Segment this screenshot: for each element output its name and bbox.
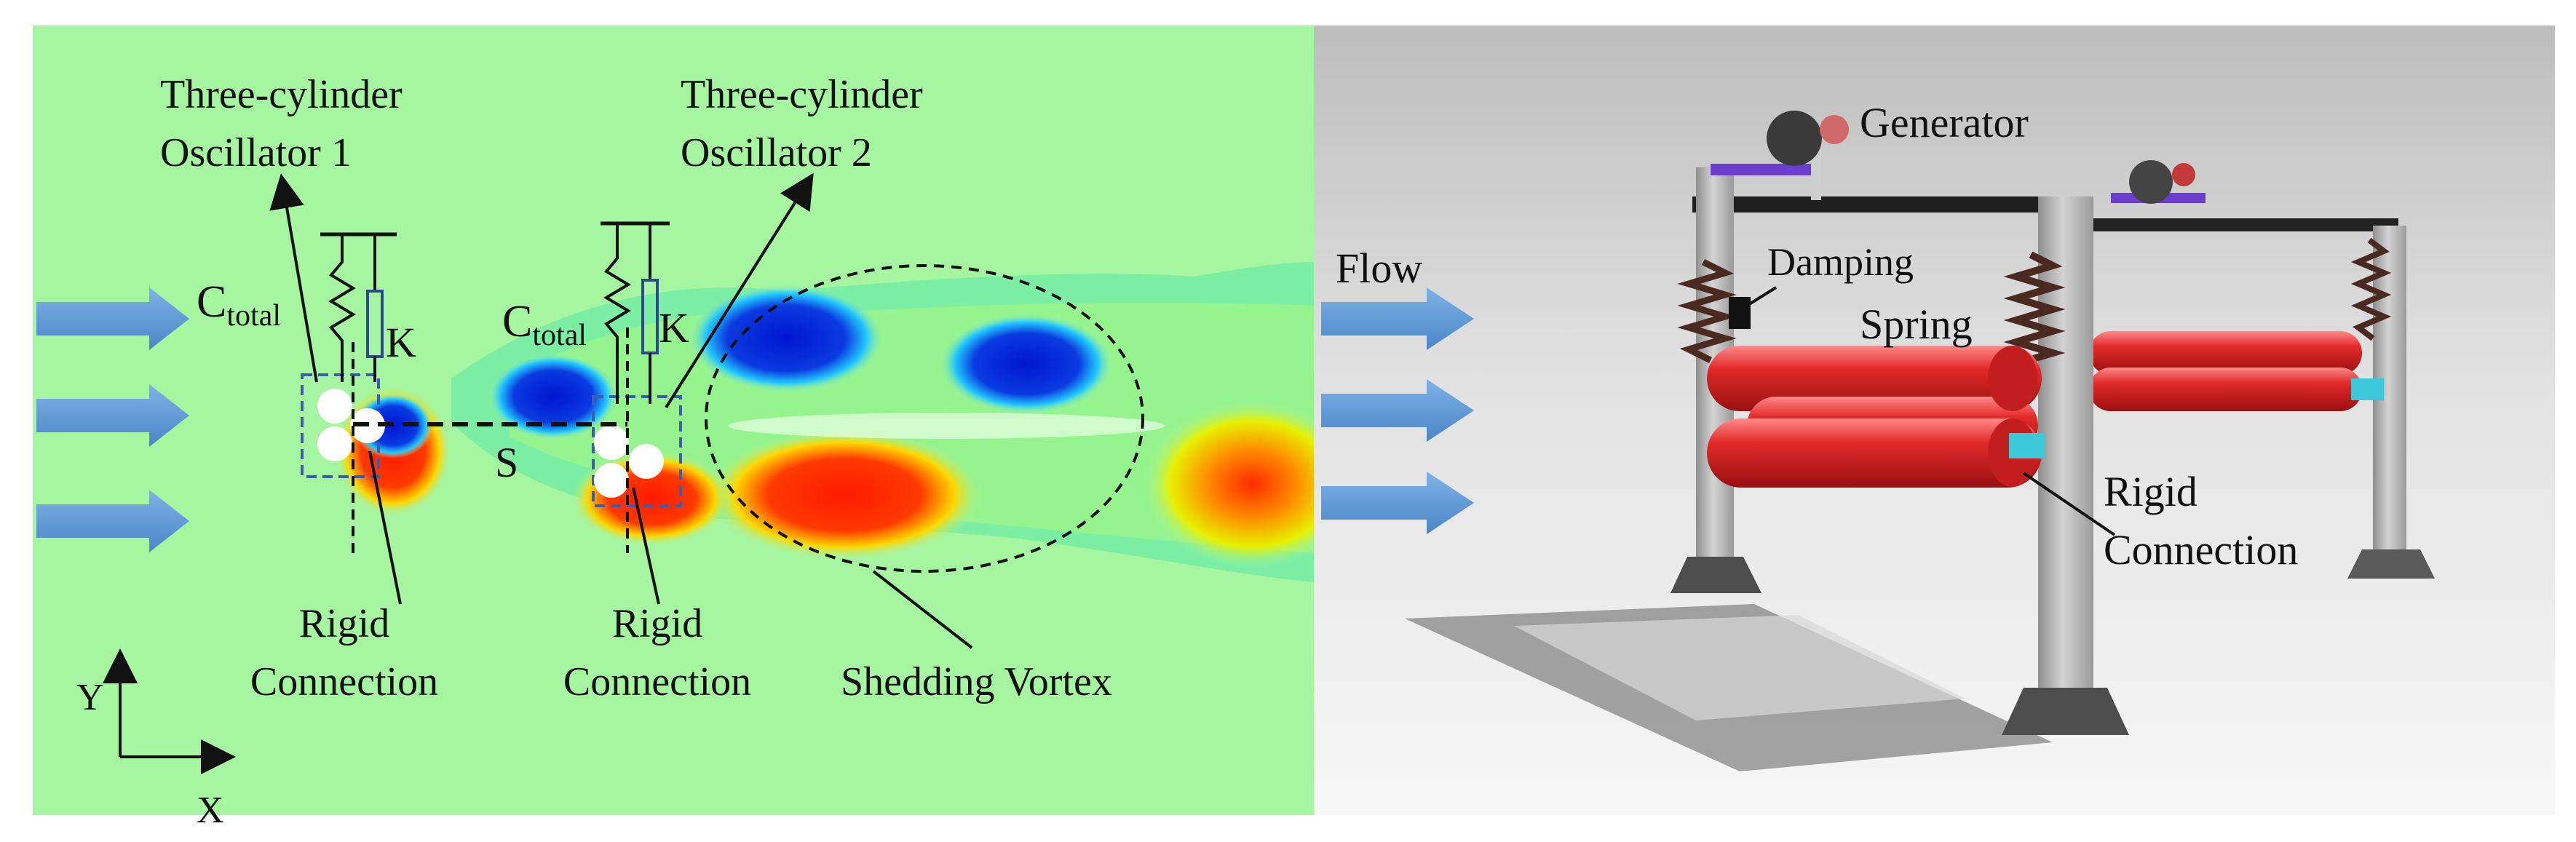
spring-symbol-2: K [659, 304, 689, 352]
inflow-arrows [36, 287, 189, 552]
flow-arrow-3 [1321, 472, 1474, 534]
damping-symbol-1-main: C [197, 277, 226, 327]
back-roller-1 [2089, 331, 2362, 375]
front-frame [1671, 111, 2129, 735]
device-panel: Flow [1314, 25, 2555, 815]
back-generator-disk [2172, 163, 2195, 186]
front-roller-3 [1707, 418, 2042, 488]
front-frame-foot-right [2002, 688, 2129, 735]
back-spring [2350, 237, 2392, 341]
rigid-right-label-line1: Rigid [2104, 468, 2197, 515]
front-spring-right [2003, 251, 2066, 378]
damping-symbol-1: Ctotal [197, 277, 281, 333]
rigid-2-label-line2: Connection [563, 659, 751, 704]
oscillator-1-cylinder-bottom [317, 426, 352, 461]
oscillator-1 [301, 232, 397, 553]
pointer-oscillator-1 [269, 173, 318, 383]
oscillator-1-cylinder-top [317, 389, 352, 424]
oscillator-2-label-line1: Three-cylinder [681, 72, 923, 117]
rigid-right-label-line2: Connection [2104, 526, 2298, 573]
front-frame-post-right [2038, 196, 2093, 691]
damping-symbol-2-main: C [502, 297, 532, 346]
rigid-1-label-line1: Rigid [299, 601, 389, 646]
front-generator-bracket [1711, 164, 1820, 175]
inflow-arrow-1 [36, 287, 189, 350]
vortex-blue-1 [688, 284, 884, 393]
oscillator-2-cylinder-bottom [594, 463, 629, 498]
flow-arrow-1 [1321, 287, 1474, 350]
inflow-arrow-2 [36, 384, 189, 447]
pointer-rigid-1 [368, 450, 402, 605]
oscillator-2-label-line2: Oscillator 2 [681, 130, 872, 175]
oscillator-1-spring [328, 234, 356, 382]
front-roller-1-cap [1988, 346, 2037, 411]
back-connector [2351, 378, 2384, 400]
oscillator-1-label-line2: Oscillator 1 [160, 130, 352, 175]
pointer-damping [1745, 286, 1778, 307]
oscillator-2-cylinder-back [629, 444, 664, 479]
oscillator-2-spring [603, 223, 631, 404]
oscillator-2-cylinder-top [594, 425, 629, 460]
coordinate-axes: Y X [76, 648, 236, 831]
axis-y-label: Y [76, 677, 104, 718]
back-roller-2 [2089, 368, 2362, 411]
flow-label: Flow [1336, 245, 1422, 292]
pointer-rigid-right [2022, 472, 2116, 536]
vortex-red-1 [706, 429, 983, 560]
vortex-blue-near [488, 353, 619, 440]
inflow-arrow-3 [36, 490, 189, 552]
rigid-2-label-line1: Rigid [612, 601, 702, 646]
damping-symbol-1-sub: total [226, 299, 281, 333]
back-frame-foot-right [2347, 549, 2435, 579]
shedding-vortex-label: Shedding Vortex [841, 659, 1112, 704]
flow-arrow-2 [1321, 379, 1474, 442]
back-frame-top-beam [2056, 218, 2398, 231]
flow-arrows [1321, 287, 1474, 534]
damping-symbol-2-sub: total [532, 319, 587, 352]
front-frame-top-beam [1692, 196, 2071, 213]
cfd-panel: Three-cylinder Oscillator 1 Three-cylind… [33, 25, 1361, 831]
spring-label: Spring [1860, 301, 1973, 348]
vortex-blue-2 [939, 313, 1114, 415]
front-connector [2009, 433, 2045, 458]
front-roller-1 [1707, 346, 2042, 411]
oscillator-1-label-line1: Three-cylinder [160, 72, 403, 117]
front-generator-disk [1820, 115, 1849, 144]
damping-label: Damping [1767, 240, 1914, 284]
front-damper-box [1729, 297, 1751, 329]
shedding-vortex-outline [705, 264, 1144, 573]
front-frame-foot-left [1671, 557, 1761, 593]
axis-x-label: X [197, 790, 224, 831]
vortex-red-2 [1143, 400, 1361, 568]
damping-symbol-2: Ctotal [502, 297, 587, 352]
front-spring-left [1677, 258, 1737, 364]
generator-label: Generator [1860, 99, 2029, 146]
oscillator-2 [592, 221, 682, 553]
pointer-rigid-2 [632, 487, 660, 605]
pointer-oscillator-2 [665, 172, 814, 409]
oscillator-1-box [301, 373, 380, 478]
floor-shadow-2 [1514, 615, 1965, 720]
spring-symbol-1: K [386, 319, 416, 366]
pointer-shedding-vortex [872, 570, 973, 649]
back-generator [2129, 160, 2173, 204]
rigid-1-label-line2: Connection [250, 659, 438, 704]
front-generator [1767, 111, 1822, 166]
vortex-white-filament [728, 413, 1165, 439]
spacing-symbol: S [495, 439, 518, 486]
